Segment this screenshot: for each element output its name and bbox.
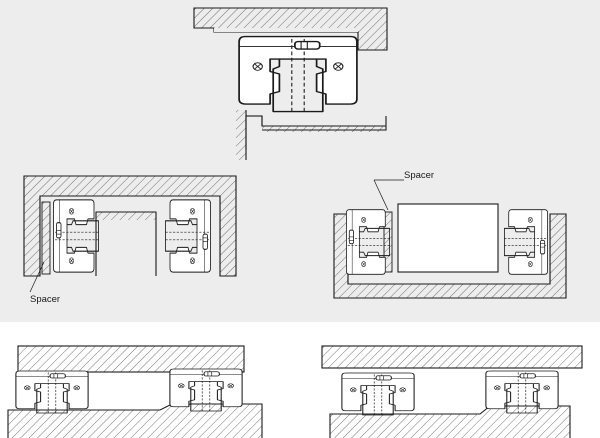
base-wall-hatch: [236, 110, 246, 160]
panel-bridge-carriage-left: [7, 345, 263, 438]
spacer-left: [41, 201, 51, 275]
bridge-table-right: [321, 345, 583, 369]
spacer-label-right: Spacer: [404, 170, 434, 181]
panel-u-frame-with-spacer: Spacer: [23, 175, 237, 305]
bridge-table-left: [17, 345, 245, 373]
spacer-right: [383, 211, 393, 273]
bridge-base-left: [7, 403, 263, 438]
spacer-label-left: Spacer: [30, 294, 60, 305]
panel-center-block-with-spacer: Spacer: [333, 170, 567, 299]
center-slide-block: [397, 203, 499, 273]
bridge-base-right: [329, 405, 571, 438]
panel-single-block-mounting: [193, 7, 388, 160]
panel-bridge-carriage-right: [321, 345, 583, 438]
